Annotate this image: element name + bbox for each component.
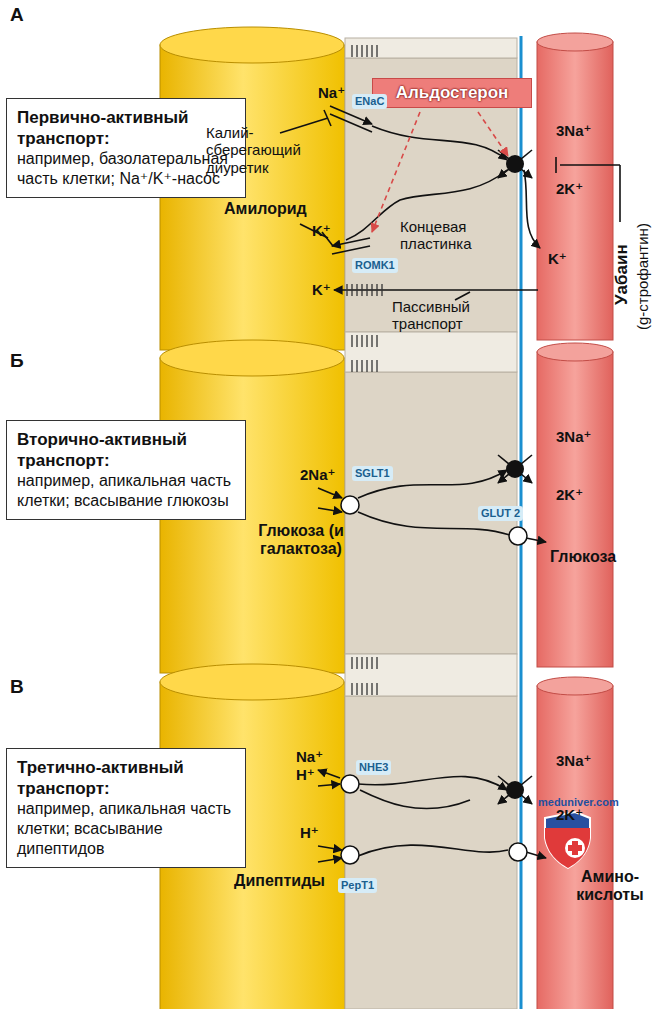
tight-junction xyxy=(348,45,378,695)
pump xyxy=(506,781,524,799)
box-body: например, апикальная часть клетки; всасы… xyxy=(17,471,235,511)
ion-label: H⁺ xyxy=(300,824,319,841)
inhibitor-label: Уабаин xyxy=(612,244,632,305)
ion-label: 3Na⁺ xyxy=(556,752,591,769)
ion-label: 2K⁺ xyxy=(556,806,583,823)
ion-label: K⁺ xyxy=(312,281,331,298)
end-plate xyxy=(345,284,385,296)
pump xyxy=(506,460,524,478)
ion-label: H⁺ xyxy=(296,766,315,783)
transporter-name: SGLT1 xyxy=(352,466,393,481)
sglt1-carrier xyxy=(341,496,359,514)
transporter-name: NHE3 xyxy=(356,760,391,775)
ion-label: K⁺ xyxy=(312,222,331,239)
transporter-name: PepT1 xyxy=(338,878,377,893)
ion-label: 2Na⁺ xyxy=(300,466,335,483)
nhe3-carrier xyxy=(341,775,359,793)
aa-carrier xyxy=(509,843,527,861)
ion-label: 2K⁺ xyxy=(556,180,583,197)
inhibitor-label: (g-строфантин) xyxy=(634,223,651,330)
box-heading: Третично-активный транспорт: xyxy=(17,757,235,799)
ion-label: 3Na⁺ xyxy=(556,428,591,445)
structure-label: Концевая пластинка xyxy=(400,218,495,253)
substrate-label: Глюкоза xyxy=(550,548,616,566)
panel-letter: В xyxy=(10,676,24,698)
ion-label: K⁺ xyxy=(548,250,567,267)
transport-arrows xyxy=(280,106,620,300)
ion-label: 2K⁺ xyxy=(556,486,583,503)
pept1-carrier xyxy=(341,846,359,864)
legend-text-box: Вторично-активный транспорт:например, ап… xyxy=(6,420,246,520)
hormone-box: Альдостерон xyxy=(372,78,532,108)
box-body: например, апикальная часть клетки; всасы… xyxy=(17,799,235,859)
epithelial-cell xyxy=(345,58,517,1009)
blood-vessel xyxy=(537,33,613,1009)
substrate-label: Глюкоза (и галактоза) xyxy=(246,522,356,559)
drug-label: Калий- сберегающий диуретик xyxy=(206,124,324,176)
watermark: meduniver.com xyxy=(538,796,619,809)
pump xyxy=(506,155,524,173)
process-label: Пассивный транспорт xyxy=(392,298,502,333)
substrate-label: Амино- кислоты xyxy=(570,868,650,905)
legend-text-box: Третично-активный транспорт:например, ап… xyxy=(6,748,246,868)
transporter-name: GLUT 2 xyxy=(478,506,523,521)
transporter-name: ENaC xyxy=(352,94,387,109)
glut2-carrier xyxy=(509,527,527,545)
aldosterone-action xyxy=(372,112,508,232)
box-heading: Вторично-активный транспорт: xyxy=(17,429,235,471)
ion-label: 3Na⁺ xyxy=(556,122,591,139)
substrate-label: Дипептиды xyxy=(234,872,325,890)
basal-membrane xyxy=(520,36,523,1009)
box-body: например, базолатеральная часть клетки; … xyxy=(17,149,235,189)
ion-label: Na⁺ xyxy=(296,748,323,765)
panel-letter: А xyxy=(10,4,24,26)
lateral-membrane xyxy=(345,38,517,696)
panel-letter: Б xyxy=(10,350,24,372)
box-heading: Первично-активный транспорт: xyxy=(17,107,235,149)
ion-label: Na⁺ xyxy=(318,84,345,101)
box-heading: Альдостерон xyxy=(381,83,523,103)
drug-label: Амилорид xyxy=(224,200,307,218)
transporter-name: ROMK1 xyxy=(352,258,398,273)
